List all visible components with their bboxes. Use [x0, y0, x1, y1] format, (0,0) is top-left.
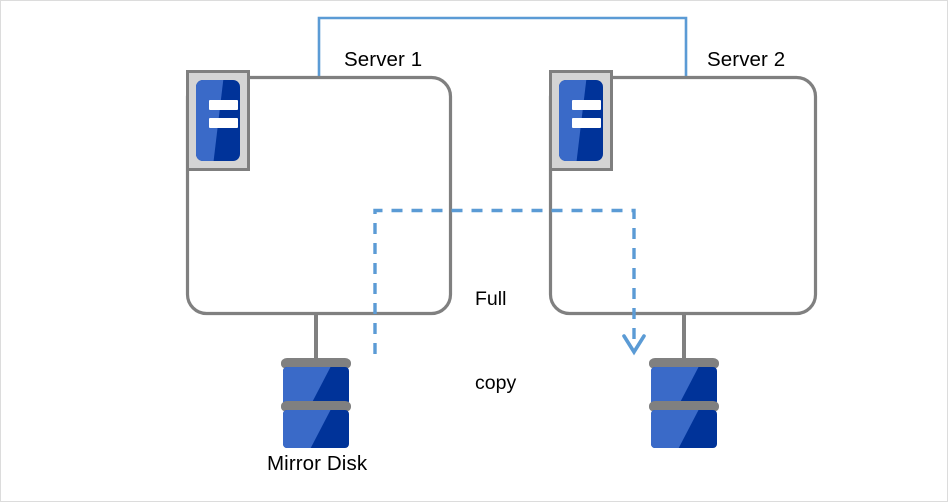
server-icon-chip: [559, 80, 603, 161]
server-icon-bar-bottom: [209, 118, 238, 128]
full-copy-label-line2: copy: [475, 372, 517, 395]
full-copy-label-line1: Full: [475, 287, 507, 310]
disk-body-bottom: [283, 410, 349, 448]
disk-platter-bottom: [281, 401, 351, 412]
disk-body-top: [651, 367, 717, 405]
server1-label: Server 1: [344, 48, 423, 71]
disk-stack-icon[interactable]: [281, 358, 351, 448]
server-chassis-icon[interactable]: [186, 70, 250, 171]
server1-box[interactable]: [185, 75, 453, 316]
disk-body-bottom: [651, 410, 717, 448]
disk-body-top: [283, 367, 349, 405]
disk-stack-icon[interactable]: [649, 358, 719, 448]
full-copy-arrowhead: [622, 334, 646, 356]
server-interconnect-link: [317, 16, 688, 76]
server-chassis-icon[interactable]: [549, 70, 613, 171]
full-copy-label: Full copy: [475, 228, 516, 454]
mirror-disk-label: Mirror Disk: [267, 452, 368, 475]
full-copy-dashed-path: [373, 208, 646, 356]
disk-platter-top: [281, 358, 351, 369]
server2-box[interactable]: [548, 75, 818, 316]
server-icon-bar-top: [209, 100, 238, 110]
disk-platter-top: [649, 358, 719, 369]
server2-label: Server 2: [707, 48, 786, 71]
disk-platter-bottom: [649, 401, 719, 412]
server-icon-bar-bottom: [572, 118, 601, 128]
server-icon-chip: [196, 80, 240, 161]
server-icon-bar-top: [572, 100, 601, 110]
